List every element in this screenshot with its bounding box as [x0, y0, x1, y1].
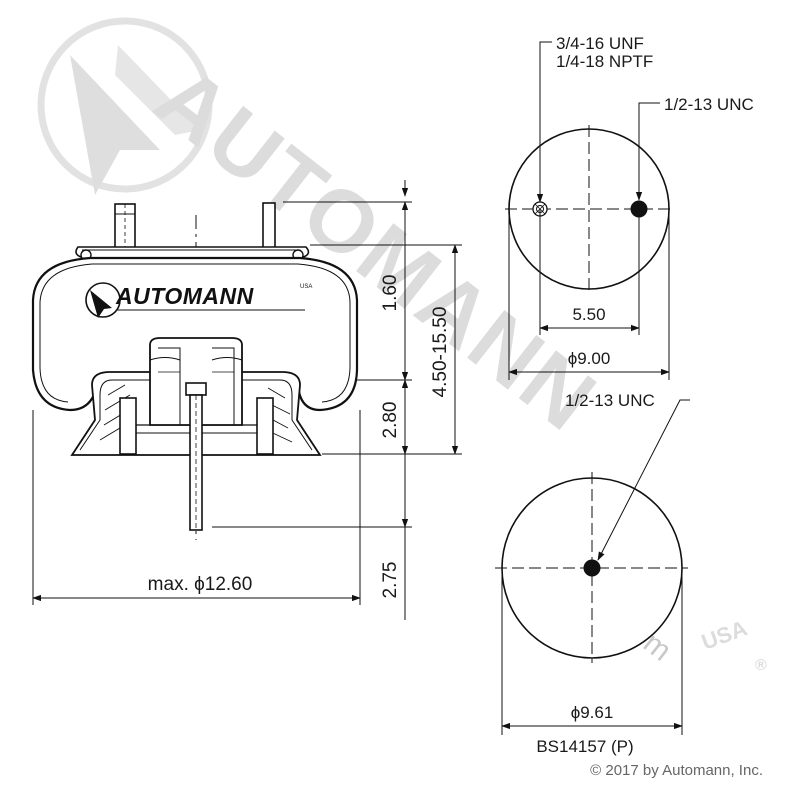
bellow-logo-suffix: USA — [300, 284, 312, 290]
dim-max-diameter: max. ϕ12.60 — [148, 574, 253, 595]
bottom-view: 1/2-13 UNC ϕ9.61 — [495, 391, 690, 735]
bottom-dim-diameter: ϕ9.61 — [571, 703, 614, 722]
bellow-logo: AUTOMANN USA — [85, 282, 312, 318]
top-label-stud: 1/2-13 UNC — [664, 95, 754, 114]
upper-stud-right — [262, 202, 276, 254]
bottom-label-stud: 1/2-13 UNC — [565, 391, 655, 410]
watermark-registered: ® — [755, 657, 767, 674]
copyright: © 2017 by Automann, Inc. — [590, 762, 763, 779]
top-dim-spacing: 5.50 — [572, 305, 605, 324]
top-label-port-1: 3/4-16 UNF — [556, 34, 644, 53]
dim-stud-length: 2.75 — [380, 562, 401, 599]
top-dim-diameter: ϕ9.00 — [568, 349, 611, 368]
watermark-brand-suffix: USA — [698, 615, 750, 654]
part-number: BS14157 (P) — [536, 737, 633, 756]
top-view: 3/4-16 UNF 1/4-18 NPTF 1/2-13 UNC 5.50 ϕ… — [505, 34, 754, 380]
dim-height-lower: 2.80 — [380, 402, 401, 439]
bellow-logo-mark — [85, 282, 121, 318]
watermark-logo-mark — [37, 17, 213, 195]
lower-stud — [185, 382, 207, 531]
bead-plate — [75, 246, 310, 261]
dim-height-upper: 1.60 — [380, 275, 401, 312]
top-label-port-2: 1/4-18 NPTF — [556, 52, 653, 71]
side-dimensions: 1.60 4.50-15.50 2.80 2.75 max. ϕ12.60 — [32, 180, 462, 620]
side-view: AUTOMANN USA — [31, 202, 359, 540]
dim-height-range: 4.50-15.50 — [430, 307, 451, 398]
bellow-logo-text: AUTOMANN — [115, 283, 254, 309]
bottom-stud-hole-icon — [583, 559, 601, 577]
